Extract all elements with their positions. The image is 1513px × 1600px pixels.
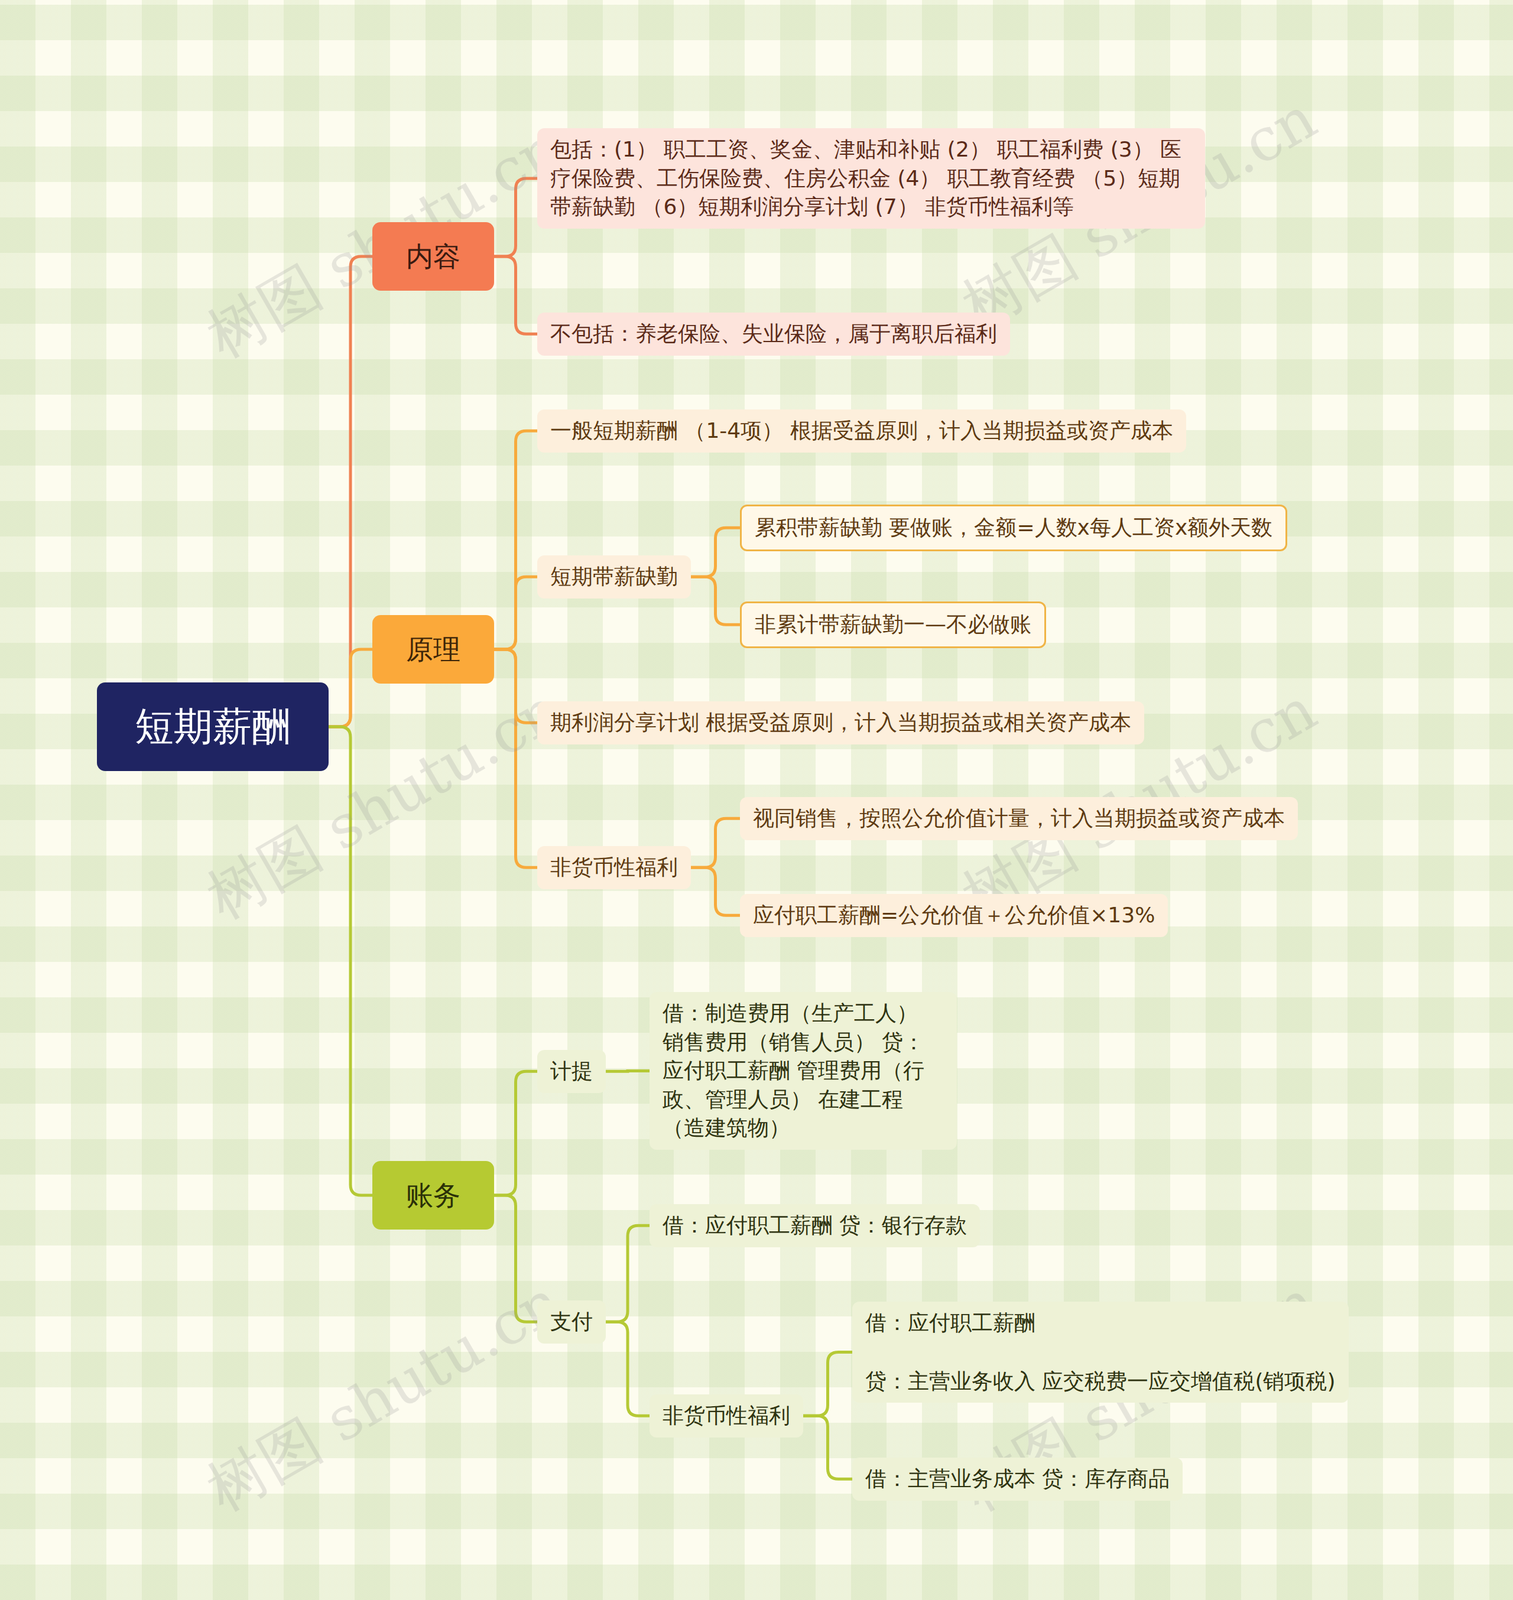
root-node: 短期薪酬 <box>96 682 329 772</box>
connector <box>328 726 373 1196</box>
node-text: 借：应付职工薪酬 <box>865 1309 1336 1339</box>
journal-entry-node: 借：应付职工薪酬 贷：银行存款 <box>649 1204 980 1248</box>
node-text: 内容 <box>406 238 461 275</box>
connector <box>605 1225 650 1323</box>
leaf-node: 包括：(1） 职工工资、奖金、津贴和补贴 (2） 职工福利费 (3） 医疗保险费… <box>537 128 1206 229</box>
connector <box>803 1416 853 1480</box>
leaf-node: 一般短期薪酬 （1-4项） 根据受益原则，计入当期损益或资产成本 <box>537 409 1187 453</box>
connector <box>690 527 740 577</box>
node-text: 视同销售，按照公允价值计量，计入当期损益或资产成本 <box>752 804 1285 834</box>
connector <box>690 867 740 916</box>
journal-entry-node: 借：主营业务成本 贷：库存商品 <box>852 1458 1183 1502</box>
connector <box>494 430 538 650</box>
node-text: 短期薪酬 <box>134 700 291 753</box>
connector <box>690 576 740 625</box>
node-text: 非货币性福利 <box>662 1401 791 1431</box>
connector <box>605 1322 650 1417</box>
sub-branch-node: 非货币性福利 <box>649 1394 804 1438</box>
connector <box>605 1069 650 1074</box>
node-text: 不包括：养老保险、失业保险，属于离职后福利 <box>550 319 998 349</box>
node-text: 期利润分享计划 根据受益原则，计入当期损益或相关资产成本 <box>550 708 1132 738</box>
node-text: 借：应付职工薪酬 贷：银行存款 <box>662 1211 967 1241</box>
leaf-node: 非累计带薪缺勤一—不必做账 <box>739 601 1047 649</box>
node-text: 一般短期薪酬 （1-4项） 根据受益原则，计入当期损益或资产成本 <box>550 416 1174 446</box>
node-text: 非货币性福利 <box>550 853 678 883</box>
connector <box>494 1071 538 1196</box>
leaf-node: 累积带薪缺勤 要做账，金额=人数x每人工资x额外天数 <box>739 504 1288 552</box>
leaf-node: 期利润分享计划 根据受益原则，计入当期损益或相关资产成本 <box>537 701 1145 745</box>
sub-branch-node: 支付 <box>537 1300 606 1344</box>
branch-node: 原理 <box>372 615 495 684</box>
leaf-node: 应付职工薪酬=公允价值＋公允价值×13% <box>739 894 1168 938</box>
node-text: 包括：(1） 职工工资、奖金、津贴和补贴 (2） 职工福利费 (3） 医疗保险费… <box>550 135 1193 222</box>
node-text: 贷：主营业务收入 应交税费一应交增值税(销项税) <box>865 1367 1336 1397</box>
connector <box>494 576 538 650</box>
connector <box>803 1352 853 1417</box>
branch-node: 账务 <box>372 1161 495 1230</box>
leaf-node: 不包括：养老保险、失业保险，属于离职后福利 <box>537 312 1011 356</box>
connector <box>494 1195 538 1323</box>
branch-node: 内容 <box>372 222 495 291</box>
connector <box>690 818 740 868</box>
watermark: 树图 shutu.cn <box>193 1263 576 1531</box>
journal-entry-node: 借：制造费用（生产工人） 销售费用（销售人员） 贷：应付职工薪酬 管理费用（行政… <box>649 992 957 1151</box>
node-text: 计提 <box>550 1057 593 1087</box>
node-text: 账务 <box>406 1177 461 1214</box>
connector <box>328 649 373 727</box>
node-text: 累积带薪缺勤 要做账，金额=人数x每人工资x额外天数 <box>754 513 1273 543</box>
journal-entry-node: 借：应付职工薪酬贷：主营业务收入 应交税费一应交增值税(销项税) <box>852 1302 1349 1404</box>
sub-branch-node: 非货币性福利 <box>537 846 691 890</box>
node-text: 非累计带薪缺勤一—不必做账 <box>754 610 1032 640</box>
connector <box>328 256 373 727</box>
node-text: 原理 <box>406 631 461 668</box>
node-text: 借：主营业务成本 贷：库存商品 <box>865 1465 1170 1495</box>
node-text: 支付 <box>550 1307 593 1337</box>
connector <box>494 178 538 257</box>
node-text: 短期带薪缺勤 <box>550 562 678 592</box>
node-text: 借：制造费用（生产工人） 销售费用（销售人员） 贷：应付职工薪酬 管理费用（行政… <box>662 999 944 1144</box>
leaf-node: 视同销售，按照公允价值计量，计入当期损益或资产成本 <box>739 797 1298 841</box>
sub-branch-node: 计提 <box>537 1050 606 1094</box>
connector <box>494 649 538 868</box>
sub-branch-node: 短期带薪缺勤 <box>537 555 691 599</box>
node-text: 应付职工薪酬=公允价值＋公允价值×13% <box>752 901 1155 931</box>
connector <box>494 256 538 334</box>
